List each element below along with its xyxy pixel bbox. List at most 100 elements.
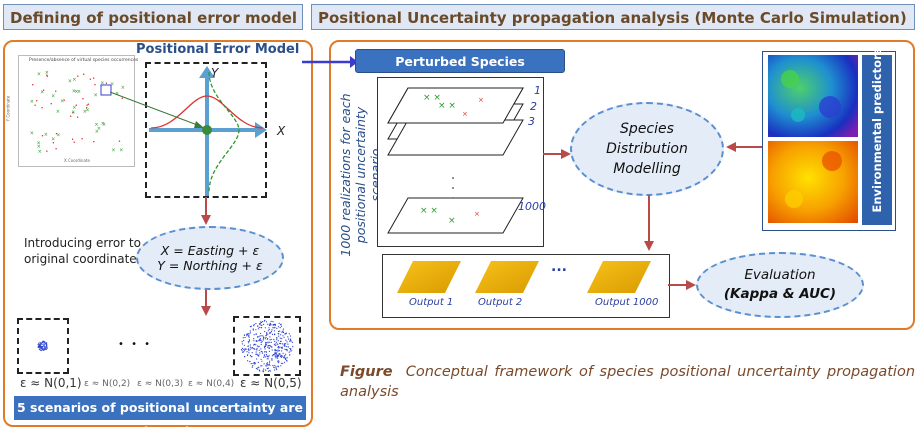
scenario-5-point [255, 353, 257, 355]
scenario-5-point [263, 363, 265, 365]
scenario-5-point [271, 359, 273, 361]
sdm-ellipse: Species Distribution Modelling [570, 102, 724, 196]
scenario-5-point [253, 324, 255, 326]
scenario-5-point [286, 350, 288, 352]
scenario-1-point [39, 347, 41, 349]
svg-text:× ×: × × [423, 93, 441, 103]
scatter-point: • [31, 82, 34, 88]
scenario-1-point [37, 344, 39, 346]
scatter-point: • [41, 134, 44, 140]
scenario-5-point [271, 349, 273, 351]
scenario-5-point [278, 360, 280, 362]
scenario-5-point [262, 339, 264, 341]
scenario-5-point [271, 333, 274, 335]
scenario-5-point [280, 324, 282, 326]
scenario-5-point [286, 346, 288, 348]
scenario-5-point [252, 365, 254, 367]
scenario-5-point [248, 339, 250, 341]
scenario-5-point [260, 326, 262, 329]
scenario-5-point [262, 321, 264, 323]
scenario-5-point [248, 334, 250, 336]
scenario-5-point [250, 363, 252, 365]
output-label-2: Output 2 [478, 297, 523, 308]
scenario-5-point [257, 325, 259, 327]
scenario-5-points [240, 319, 294, 373]
scenario-5-point [285, 357, 287, 359]
realization-stack: × × × × × × × × × × [377, 77, 544, 247]
scenario-5-point [273, 344, 275, 346]
scenario-5-point [274, 343, 276, 345]
scatter-point: • [105, 81, 108, 87]
scatter-point: × [100, 81, 104, 87]
scatter-point: × [111, 148, 115, 154]
scatter-point: • [75, 103, 78, 109]
scenario-5-point [283, 344, 285, 346]
scatter-point: × [44, 132, 48, 138]
equation-ellipse: X = Easting + ε Y = Northing + ε [136, 226, 284, 290]
scenario-1-point [42, 344, 45, 346]
scenario-1-thumb [17, 318, 69, 374]
arrow-down-1 [201, 197, 211, 225]
scenario-1-point [44, 349, 46, 351]
scenario-5-point [244, 348, 246, 350]
scenario-5-point [276, 343, 278, 345]
scenario-5-point [267, 356, 269, 358]
scenario-5-point [283, 356, 285, 358]
scenario-5-point [260, 339, 262, 341]
scenario-5-point [263, 356, 265, 358]
scenario-5-point [280, 325, 283, 327]
scenario-5-point [280, 340, 282, 342]
output-parallelograms [397, 261, 651, 293]
scenario-5-point [250, 347, 252, 349]
scenario-5-point [290, 340, 292, 342]
scenario-5-point [272, 327, 274, 329]
scenario-5-point [261, 341, 263, 343]
scenario-5-point [264, 338, 266, 340]
scenario-5-point [248, 348, 250, 350]
scenario-5-point [273, 366, 275, 368]
scenario-5-point [267, 333, 269, 335]
arrow-env-to-sdm [726, 142, 762, 152]
scenario-1-point [41, 349, 43, 351]
scenario-1-point [43, 343, 45, 345]
left-section-header: Defining of positional error model [3, 4, 303, 30]
scenario-5-point [268, 362, 271, 364]
scenario-5-point [274, 364, 276, 366]
scenario-5-point [265, 365, 267, 367]
scenario-5-point [247, 333, 249, 335]
scenario-5-point [269, 341, 271, 343]
scatter-point: × [83, 109, 87, 115]
scatter-point: • [82, 72, 85, 78]
scenario-5-point [241, 350, 243, 352]
scenario-1-point [41, 348, 44, 350]
scenario-5-point [275, 367, 277, 369]
scenario-5-point [258, 366, 260, 368]
scenario-5-point [243, 339, 245, 342]
scenario-5-point [277, 340, 279, 342]
scenario-5-point [266, 334, 268, 336]
scenario-5-point [272, 354, 275, 356]
scenario-5-point [284, 348, 286, 350]
scenario-5-point [287, 338, 290, 340]
axis-x-label: X [277, 124, 286, 138]
scatter-point: • [87, 102, 90, 108]
scenario-5-point [283, 336, 285, 338]
scatter-point: • [81, 137, 84, 143]
scenario-5-point [249, 344, 251, 346]
scatter-point: × [95, 129, 99, 135]
scenario-5-point [277, 350, 279, 352]
gaussian-plot [149, 66, 267, 196]
scenario-5-point [261, 351, 263, 353]
scenario-5-point [265, 344, 267, 346]
scatter-point: • [82, 96, 85, 102]
scenario-5-point [286, 360, 288, 362]
scenario-5-point [268, 363, 270, 365]
scatter-point: × [94, 93, 98, 99]
scatter-point: × [102, 122, 106, 128]
scenario-1-point [42, 349, 45, 351]
scenario-1-point [45, 343, 48, 345]
scenario-5-point [253, 362, 256, 364]
output-label-1: Output 1 [409, 297, 454, 308]
layer-label-1000: 1000 [518, 200, 546, 213]
scenario-5-point [257, 336, 259, 338]
